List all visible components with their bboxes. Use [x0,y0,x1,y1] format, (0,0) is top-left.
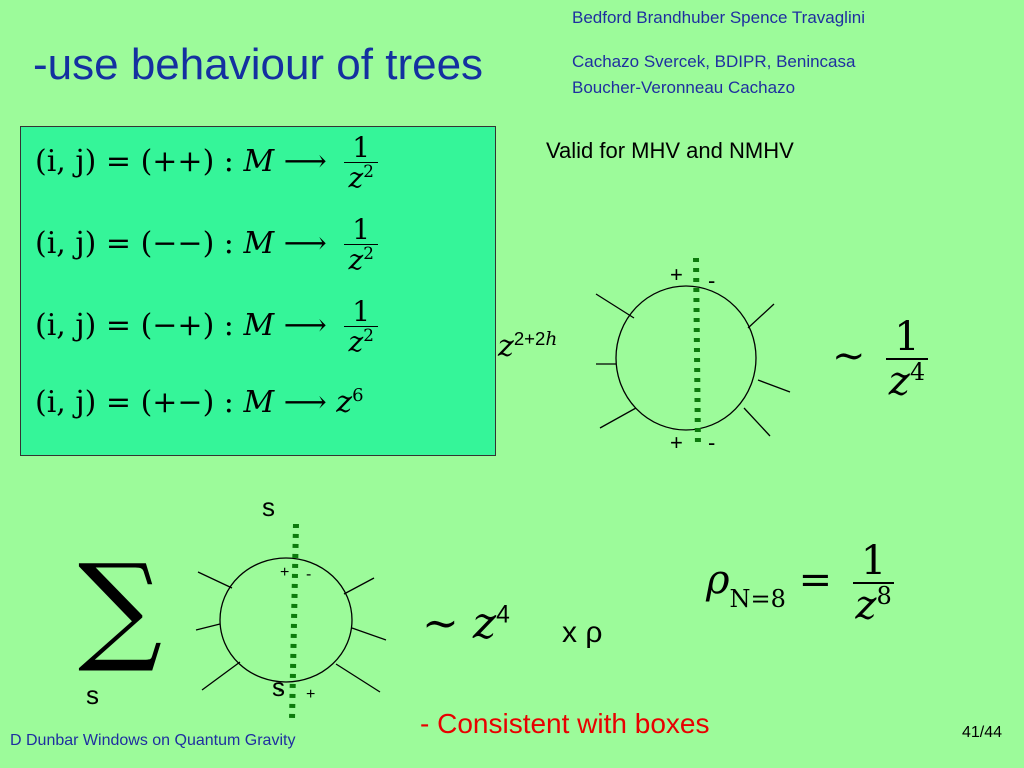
external-leg [335,663,381,693]
den-exponent: 8 [876,582,892,610]
fraction-denominator: z4 [886,358,927,405]
z-base: z [472,598,497,649]
external-leg [757,379,791,393]
z-exponent-prefix: 2+2 [513,328,546,349]
blob-circle-1 [615,285,757,431]
external-leg [195,623,221,631]
reference-line-3: Boucher-Veronneau Cachazo [572,78,796,97]
amplitude-symbol: M [243,385,275,420]
reference-line-1: Bedford Brandhuber Spence Travaglini [572,8,865,27]
external-leg [201,661,241,691]
arrow: ⟶ [283,226,327,262]
arrow: ⟶ [283,144,327,180]
footer-author: D Dunbar Windows on Quantum Gravity [10,732,296,749]
external-leg [343,577,375,595]
den-exponent: 2 [363,325,374,346]
sign-bottom-left: + [670,430,683,455]
external-leg [743,407,771,437]
reference-line-2: Cachazo Svercek, BDIPR, Benincasa [572,52,856,71]
fraction-numerator: 1 [344,297,379,328]
fraction-denominator: z2 [344,327,378,357]
fraction-denominator: z8 [853,582,894,629]
arrow: ⟶ [283,308,327,344]
times-rho: x ρ [562,616,603,649]
equation-lhs: (i, j) = (−−) : [35,226,234,262]
den-base: z [888,358,910,405]
valid-note: Valid for MHV and NMHV [546,138,794,163]
fraction-numerator: 1 [344,215,379,246]
amplitude-symbol: M [243,308,275,344]
page-number: 41/44 [962,724,1003,741]
external-leg [351,627,387,641]
sign-top-right: - [708,268,716,293]
external-leg [595,293,635,319]
equation-box: (i, j) = (++) : M ⟶ 1 z2 (i, j) = (−−) :… [20,126,496,456]
z-exponent: 4 [496,601,510,629]
equation-lhs: (i, j) = (+−) : [35,385,234,420]
fraction-denominator: z2 [344,245,378,275]
den-exponent: 2 [363,161,374,182]
den-exponent: 4 [909,358,926,386]
amplitude-symbol: M [243,144,275,180]
tilde: ∼ [422,598,459,649]
den-exponent: 2 [363,243,374,264]
external-leg [197,571,233,589]
equation-row-2: (i, j) = (−−) : M ⟶ 1 z2 [35,215,379,275]
cut-label-top: s [262,492,275,522]
cut-label-bottom: s [272,672,285,702]
slide-title: -use behaviour of trees [33,40,484,89]
arrow: ⟶ [283,385,327,420]
sum-symbol: ∑ [78,538,163,676]
consistent-note: - Consistent with boxes [420,708,710,739]
sign-top-right: - [306,566,312,583]
rho-equation: ρN=8 = 1 z8 [706,540,895,629]
fraction-numerator: 1 [886,316,928,360]
sign-bottom-right: + [306,686,316,703]
sum-subscript: s [86,680,99,710]
fraction-numerator: 1 [852,540,895,584]
tree-diagram-1 [595,257,791,449]
sign-bottom-left: - [278,682,284,699]
rhs-base: z [336,385,353,420]
amplitude-symbol: M [243,226,275,262]
fraction: 1 z8 [852,540,895,629]
sign-top-left: + [670,262,683,287]
fraction-denominator: z2 [344,163,378,193]
cut-line-2 [289,523,299,721]
external-leg [599,407,637,429]
den-base: z [348,161,364,195]
equals-sign: = [798,557,833,604]
rhs-power: z6 [336,385,363,420]
den-base: z [855,582,877,629]
fraction-numerator: 1 [344,133,379,164]
result-1: ∼ 1 z4 [832,316,928,402]
result-2: ∼ z4 [422,598,510,649]
fraction: 1 z2 [344,297,379,357]
tilde: ∼ [832,333,866,380]
equation-lhs: (i, j) = (++) : [35,144,234,180]
fraction: 1 z2 [344,133,379,193]
rhs-exponent: 6 [352,385,364,406]
sign-top-left: + [280,564,290,581]
cut-line-1 [693,257,701,449]
rho-symbol: ρ [706,557,730,604]
equation-row-1: (i, j) = (++) : M ⟶ 1 z2 [35,133,379,193]
external-leg [747,303,775,329]
fraction: 1 z2 [344,215,379,275]
z-exponent-var: h [545,329,558,350]
den-base: z [348,243,364,277]
leg-scaling: z2+2h [498,328,557,364]
equation-row-3: (i, j) = (−+) : M ⟶ 1 z2 [35,297,379,357]
equation-row-4: (i, j) = (+−) : M ⟶ z6 [35,385,364,420]
blob-circle-2 [219,557,353,683]
rho-subscript: N=8 [729,585,786,614]
den-base: z [348,325,364,359]
fraction: 1 z4 [886,316,928,405]
tree-diagram-2 [195,523,387,721]
z-base: z [498,329,514,364]
equation-lhs: (i, j) = (−+) : [35,308,234,344]
sign-bottom-right: - [708,430,716,455]
